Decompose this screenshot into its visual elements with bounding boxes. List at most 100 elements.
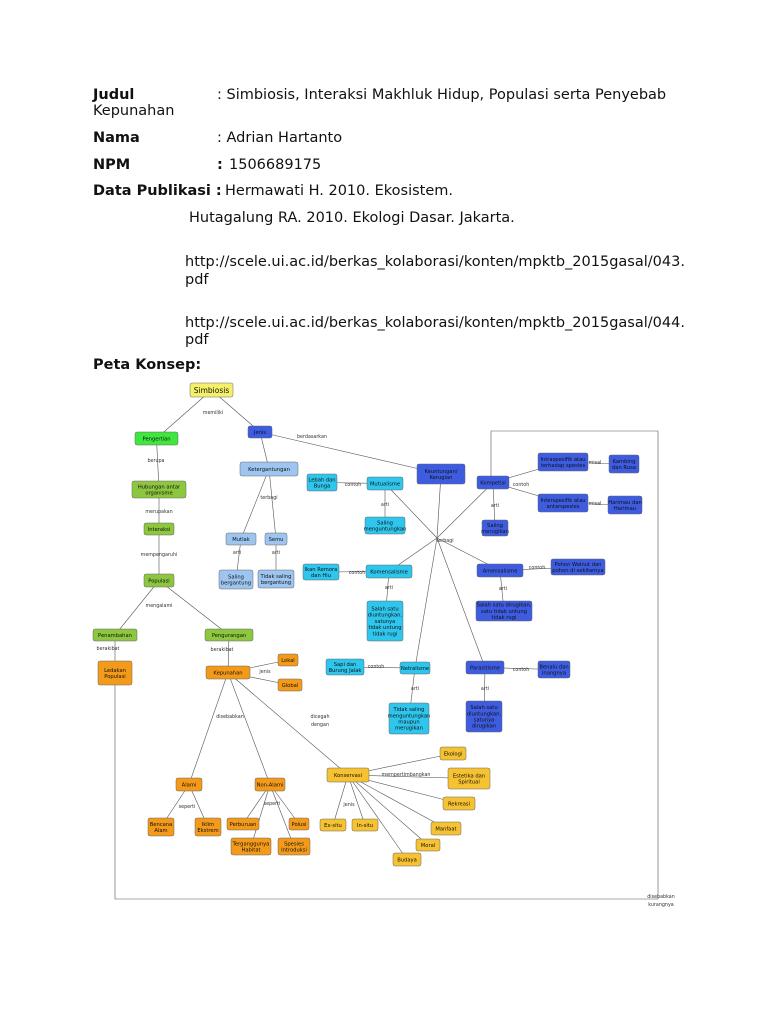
node-text: Simbiosis [194,386,230,395]
node-text: bergantung [221,581,251,587]
node-lokal: Lokal [277,653,299,667]
node-box [257,569,295,589]
node-box [189,382,234,398]
node-rekreasi: Rekreasi [442,796,476,811]
node-text: Kambing [613,459,636,465]
node-box [476,563,524,578]
link-label-l-misal1: misal [589,460,602,466]
node-text: Intraspesifik atau [540,457,585,463]
link-label-l-mempengaruhi: mempengaruhi [141,552,178,558]
node-box [226,817,260,831]
node-box [204,628,254,642]
node-box [225,532,257,546]
node-box [302,563,340,581]
link-label-l-disebabkan2: disebabkan [647,894,675,900]
link-label-l-contoh6: contoh [513,667,529,673]
link-populasi-pengurangan [158,580,230,636]
node-text: satunya [375,619,396,625]
node-box [465,660,505,675]
node-box [134,431,179,446]
publikasi-ref-1: Hermawati H. 2010. Ekosistem. [225,183,453,199]
node-text: Pengertian [143,436,171,442]
link-label-l-kurangnya: kurangnya [648,902,674,908]
node-box [230,837,272,856]
nama-label: Nama [93,130,140,146]
node-box [439,746,467,761]
node-box [442,796,476,811]
node-box [537,660,571,679]
link-kepunahan-non_alami [227,672,271,785]
node-simbiosis: Simbiosis [189,382,234,398]
node-text: Interspesifik atau [540,498,585,504]
node-text: Mutlak [232,537,249,543]
node-text: Perburuan [230,822,257,828]
node-text: Tidak saling [393,707,425,713]
node-text: Ekologi [444,751,463,757]
node-text: Netralisme [401,666,429,672]
node-text: Ketergantungan [248,467,290,473]
node-text: Lokal [281,658,295,664]
judul-label: Judul [93,87,135,103]
link-konservasi-manfaat [347,774,447,829]
node-in-situ: In-situ [351,818,379,832]
node-box [247,425,273,439]
link-terbagi-parasitisme [436,537,486,668]
link-outer-loop [114,430,659,900]
node-text: inangnya [542,671,566,677]
node-text: satunya [474,718,495,724]
node-text: Amensalisme [483,568,518,574]
node-text: Alam [154,828,167,834]
node-polusi: Polusi [288,817,310,831]
node-text: Lebah dan [308,477,335,483]
nama-value: : Adrian Hartanto [217,130,343,146]
node-text: Hubungan antar [138,484,181,490]
publikasi-ref-4-cont: pdf [185,332,209,348]
link-terbagi-mutualisme [384,483,438,539]
link-ketergantungan-semu [268,468,277,540]
node-box [264,532,288,546]
node-box [239,461,299,477]
node-text: Harimau dan [608,500,642,506]
link-konservasi-budaya [347,774,408,860]
node-text: Habitat [241,848,260,854]
node-text: antarspesies [546,504,579,510]
node-text: Penambahan [98,633,132,639]
node-interaksi: Interaksi [143,522,175,536]
node-text: Sapi dan [334,662,357,668]
node-text: Jenis [253,430,266,436]
node-ketergantungan: Ketergantungan [239,461,299,477]
node-text: bergantung [261,580,291,586]
node-non-alami: Non-Alami [254,777,286,792]
link-label-l-memiliki: memiliki [203,410,223,416]
node-text: Manfaat [435,826,456,832]
link-label-l-arti4: arti [491,503,499,509]
node-box [218,569,254,590]
link-konservasi-in_situ [347,774,366,826]
node-populasi: Populasi [143,573,175,588]
node-text: Moral [421,843,435,849]
node-box [92,628,138,642]
node-box [366,476,404,491]
node-text: diuntungkan, [467,711,502,717]
node-text: Spesies [284,841,304,847]
node-box [277,678,303,692]
node-komensalisme: Komensalisme [365,564,413,579]
node-box [537,452,589,472]
node-box [326,767,370,783]
node-box [607,495,643,515]
node-box [416,463,466,485]
node-box [447,767,491,790]
